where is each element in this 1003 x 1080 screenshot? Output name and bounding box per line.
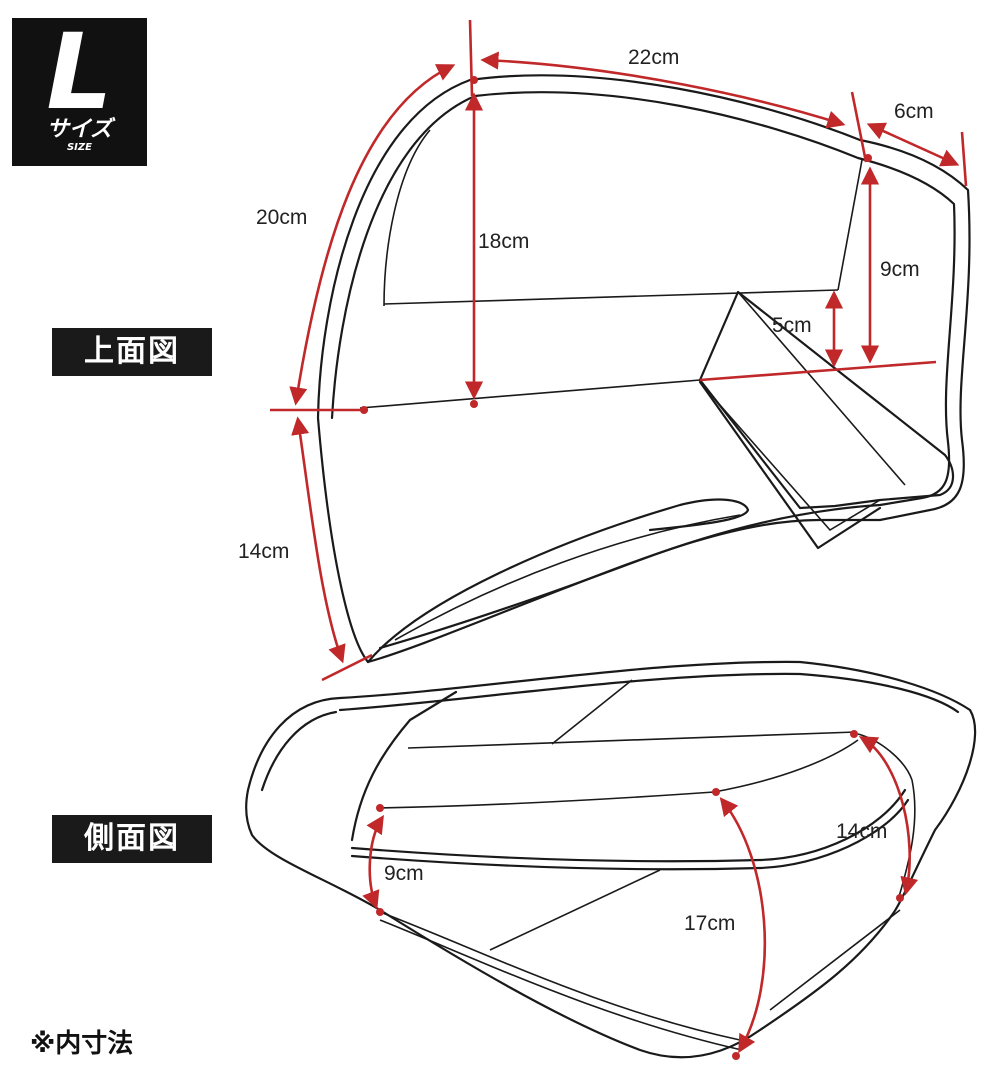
- dim-side-right: 14cm: [836, 820, 888, 843]
- dim-top-height: 18cm: [478, 230, 530, 253]
- side-view-drawing: [245, 660, 977, 1059]
- size-label-en: SIZE: [66, 142, 92, 153]
- top-view-dimensions: [270, 19, 968, 682]
- top-view-label: 上面図: [52, 328, 212, 376]
- inner-dimension-note: ※内寸法: [30, 1029, 134, 1059]
- dim-top-lower-arc: 14cm: [238, 540, 290, 563]
- size-letter: L: [46, 11, 113, 133]
- dim-top-left-arc: 20cm: [256, 206, 308, 229]
- side-view-label: 側面図: [52, 815, 212, 863]
- size-badge: L サイズ SIZE: [12, 12, 147, 166]
- dim-top-right: 9cm: [880, 258, 920, 281]
- size-label-ja: サイズ: [46, 117, 113, 142]
- dim-top-step: 5cm: [772, 314, 812, 337]
- dim-side-left: 9cm: [384, 862, 424, 885]
- dim-side-middle: 17cm: [684, 912, 736, 935]
- top-view-drawing: [316, 74, 971, 664]
- side-view-dimensions: [362, 730, 919, 1060]
- dim-top-front: 6cm: [894, 100, 934, 123]
- dim-top-width: 22cm: [628, 46, 680, 69]
